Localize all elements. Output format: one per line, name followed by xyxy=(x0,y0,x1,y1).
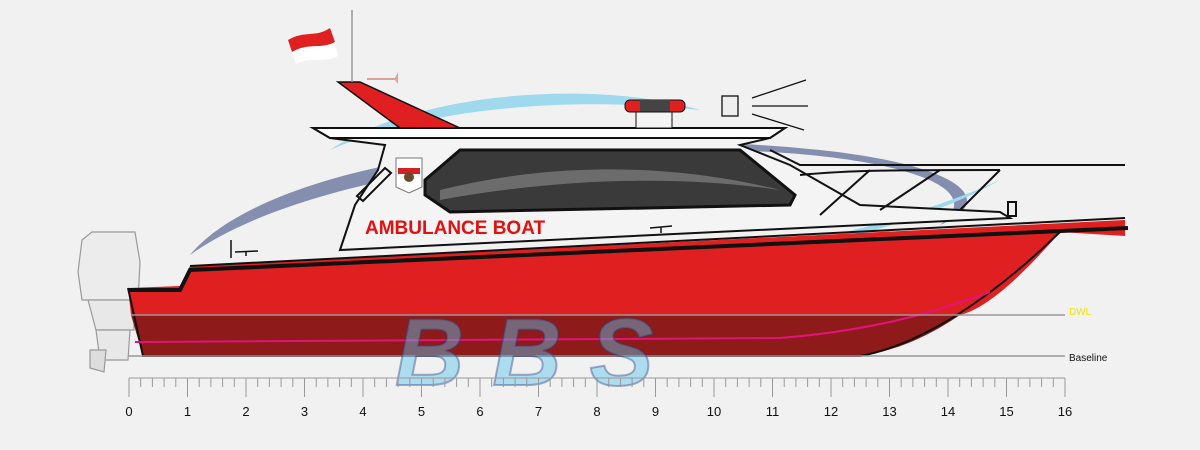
deck-line xyxy=(189,217,1126,267)
ruler-tick-label: 9 xyxy=(652,404,659,419)
dwl-label: DWL xyxy=(1069,307,1092,318)
ruler-tick-label: 3 xyxy=(301,404,308,419)
ruler-tick-label: 13 xyxy=(882,404,896,419)
outboard-motor xyxy=(77,231,141,373)
window-reflection xyxy=(440,169,780,200)
hull-underwater xyxy=(131,315,960,356)
ruler-tick-label: 10 xyxy=(707,404,721,419)
ruler-tick-label: 2 xyxy=(242,404,249,419)
ruler-tick-label: 14 xyxy=(941,404,955,419)
ruler-tick-label: 7 xyxy=(535,404,542,419)
ruler-tick-label: 5 xyxy=(418,404,425,419)
watermark-text: BBS xyxy=(395,299,682,406)
ruler-tick-label: 15 xyxy=(999,404,1013,419)
t-top-frame xyxy=(769,149,1125,217)
ruler-tick-label: 16 xyxy=(1058,404,1072,419)
ruler-tick-label: 6 xyxy=(476,404,483,419)
hull-outline xyxy=(127,231,1061,357)
ruler-tick-label: 1 xyxy=(184,404,191,419)
side-window xyxy=(355,166,393,203)
roof xyxy=(309,127,789,139)
hull-topsides xyxy=(128,220,1125,315)
regional-emblem-icon xyxy=(395,157,423,194)
indonesian-flag-icon xyxy=(288,28,338,64)
searchlight-icon xyxy=(721,79,808,131)
hull-name-text: AMBULANCE BOAT xyxy=(365,218,546,239)
ruler-tick-label: 4 xyxy=(359,404,366,419)
ruler-tick-label: 11 xyxy=(766,404,780,419)
ruler-tick-label: 0 xyxy=(125,404,132,419)
ruler-tick-label: 8 xyxy=(593,404,600,419)
rub-rail xyxy=(128,226,1129,292)
ruler-tick-label: 12 xyxy=(824,404,838,419)
trim-line xyxy=(134,291,991,343)
emergency-light-bar xyxy=(624,99,686,129)
deck-cleat-icon xyxy=(230,225,673,258)
baseline-label: Baseline xyxy=(1069,353,1108,364)
mast xyxy=(335,10,461,129)
